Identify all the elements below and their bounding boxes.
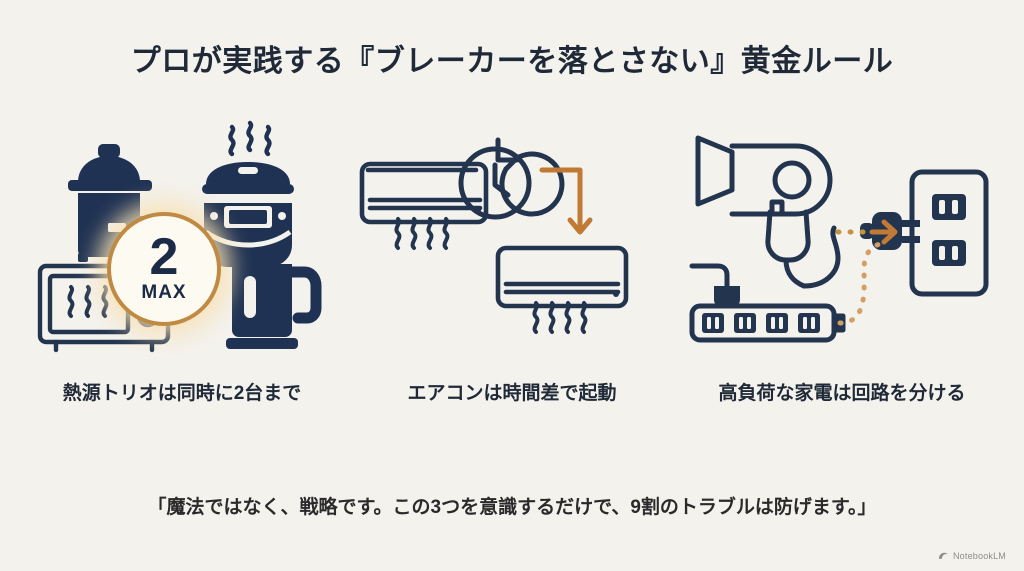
notebooklm-icon <box>938 550 949 561</box>
footer-quote: 「魔法ではなく、戦略です。この3つを意識するだけで、9割のトラブルは防げます。」 <box>147 497 877 518</box>
badge-label: MAX <box>141 282 187 304</box>
wall-outlet-icon <box>909 169 989 297</box>
air-conditioner-icon-2 <box>495 245 629 309</box>
airflow-waves-bottom <box>532 301 588 334</box>
caption-split-circuits: 高負荷な家電は回路を分ける <box>718 383 966 404</box>
illustration-air-conditioner <box>356 120 668 370</box>
page-title: プロが実践する『ブレーカーを落とさない』黄金ルール <box>130 45 894 78</box>
notebooklm-watermark: NotebookLM <box>938 550 1006 561</box>
arrow-head-icon <box>869 219 898 245</box>
illustration-heat-trio: 2 MAX <box>26 120 338 370</box>
notebooklm-label: NotebookLM <box>952 550 1006 561</box>
power-strip-icon <box>689 263 846 343</box>
column-split-circuits: 高負荷な家電は回路を分ける <box>686 120 998 420</box>
max-count-badge: 2 MAX <box>107 212 221 326</box>
dryer-cord <box>801 225 841 289</box>
column-air-conditioner: エアコンは時間差で起動 <box>356 120 668 420</box>
dotted-arrow-icon <box>837 240 891 326</box>
content-columns: 2 MAX 熱源トリオは同時に2台まで <box>0 120 1024 420</box>
rice-cooker-icon <box>202 120 294 267</box>
illustration-split-circuits <box>686 120 998 370</box>
clock-refresh-icon <box>492 137 565 217</box>
caption-heat-trio: 熱源トリオは同時に2台まで <box>62 383 302 404</box>
airflow-waves-top <box>394 217 450 250</box>
clock-face <box>458 146 532 220</box>
electric-kettle-icon <box>226 249 322 349</box>
badge-number: 2 <box>149 227 179 286</box>
down-arrow-icon <box>539 167 593 235</box>
air-conditioner-icon <box>359 161 489 225</box>
caption-air-conditioner: エアコンは時間差で起動 <box>407 383 617 404</box>
hair-dryer-icon <box>695 135 833 289</box>
column-heat-trio: 2 MAX 熱源トリオは同時に2台まで <box>26 120 338 420</box>
